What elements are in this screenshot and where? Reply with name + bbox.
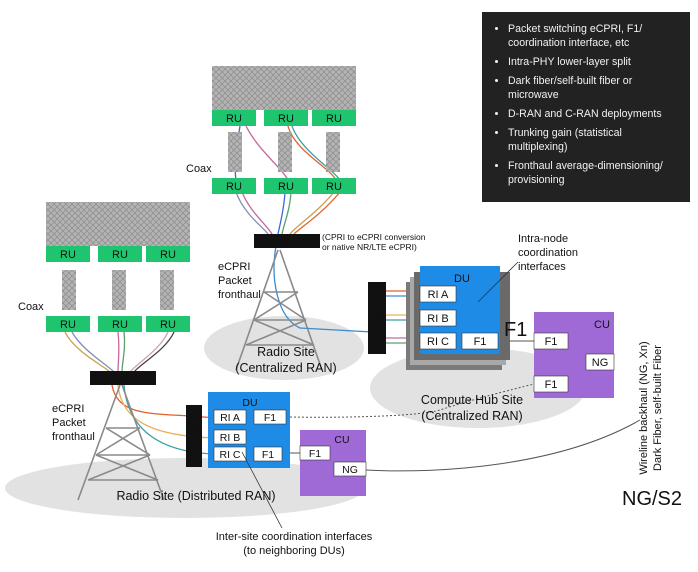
intra-node-line-1: Intra-node xyxy=(518,233,568,245)
ru-label: RU xyxy=(226,113,242,125)
ri-c-label: RI C xyxy=(427,336,449,348)
ru-box xyxy=(46,316,90,332)
ecpri-top-line-2: Packet xyxy=(218,275,252,287)
radio-site-distributed-label: Radio Site (Distributed RAN) xyxy=(116,489,275,503)
ru-label: RU xyxy=(226,181,242,193)
f1-interface-label: F1 xyxy=(504,319,527,341)
ru-label: RU xyxy=(326,113,342,125)
switch-label: Switch xyxy=(108,373,139,385)
callout-lines xyxy=(241,261,519,529)
feature-info-box: Packet switching eCPRI, F1/ coordination… xyxy=(482,12,690,202)
switch-hub: Switch xyxy=(368,282,386,354)
ru-cluster-left: RU RU RU RU RU RU Coax xyxy=(18,202,190,332)
cu-dran: CU F1 NG xyxy=(299,430,367,496)
f1-label: F1 xyxy=(309,448,321,460)
ecpri-top-line-3: fronthaul xyxy=(218,289,261,301)
ri-a-label: RI A xyxy=(220,412,240,424)
ru-label: RU xyxy=(112,249,128,261)
ru-cluster-top: RU RU RU RU RU RU Coax xyxy=(186,66,356,194)
ru-label: RU xyxy=(326,181,342,193)
ecpri-left-line-1: eCPRI xyxy=(52,403,84,415)
cu-label: CU xyxy=(334,434,349,446)
du-label: DU xyxy=(242,397,257,409)
switch-distributed: Switch xyxy=(90,371,156,385)
ru-box xyxy=(98,316,142,332)
switch-centralized: Switch xyxy=(254,234,320,248)
du-hub: DU RI A RI B RI C F1 xyxy=(406,266,510,370)
ru-label: RU xyxy=(112,319,128,331)
ru-label: RU xyxy=(160,249,176,261)
ru-box xyxy=(98,246,142,262)
feature-list: Packet switching eCPRI, F1/ coordination… xyxy=(492,22,682,187)
ru-label: RU xyxy=(278,181,294,193)
inter-site-line-2: (to neighboring DUs) xyxy=(243,545,345,557)
intra-node-line-3: interfaces xyxy=(518,261,566,273)
wireline-line-2: Dark Fiber, self-built Fiber xyxy=(652,345,664,471)
du-label: DU xyxy=(454,273,470,285)
cpri-note-line-1: (CPRI to eCPRI conversion xyxy=(322,232,426,242)
f1-label: F1 xyxy=(262,449,274,461)
feature-item: Dark fiber/self-built fiber or microwave xyxy=(508,74,682,102)
cu-hub: CU F1 NG F1 xyxy=(533,312,615,398)
du-dran: DU RI A RI B RI C F1 F1 xyxy=(208,392,290,468)
feature-item: Fronthaul average-dimensioning/ provisio… xyxy=(508,159,682,187)
ru-label: RU xyxy=(160,319,176,331)
f1-label: F1 xyxy=(545,379,558,391)
feature-item: Packet switching eCPRI, F1/ coordination… xyxy=(508,22,682,50)
ru-label: RU xyxy=(278,113,294,125)
ecpri-top-line-1: eCPRI xyxy=(218,261,250,273)
ru-label: RU xyxy=(60,319,76,331)
ng-label: NG xyxy=(592,357,609,369)
tower-distributed xyxy=(77,384,165,501)
radio-site-centralized-line-1: Radio Site xyxy=(257,345,315,359)
ru-box xyxy=(312,178,356,194)
coax-label: Coax xyxy=(18,301,44,313)
ri-b-label: RI B xyxy=(220,432,240,444)
ru-box xyxy=(264,110,308,126)
ru-box xyxy=(264,178,308,194)
f1-label: F1 xyxy=(545,336,558,348)
intra-node-line-2: coordination xyxy=(518,247,578,259)
ri-a-label: RI A xyxy=(428,289,449,301)
ru-box xyxy=(312,110,356,126)
feature-item: Intra-PHY lower-layer split xyxy=(508,55,682,69)
switch-label: Switch xyxy=(272,236,303,248)
tower-centralized xyxy=(235,249,323,371)
ru-box xyxy=(46,246,90,262)
ru-box xyxy=(146,246,190,262)
radio-site-centralized-area xyxy=(204,316,364,380)
top-fronthaul-lines xyxy=(234,125,373,333)
compute-hub-line-1: Compute Hub Site xyxy=(421,393,523,407)
ri-b-label: RI B xyxy=(427,313,448,325)
f1-label: F1 xyxy=(264,412,276,424)
ru-box xyxy=(212,110,256,126)
ru-box xyxy=(212,178,256,194)
ng-s2-label: NG/S2 xyxy=(622,488,682,510)
radio-site-centralized-line-2: (Centralized RAN) xyxy=(235,361,336,375)
wireline-line-1: Wireline backhaul (NG, Xn) xyxy=(638,341,650,474)
f1-label: F1 xyxy=(474,336,487,348)
compute-hub-line-2: (Centralized RAN) xyxy=(421,409,522,423)
ru-box xyxy=(146,316,190,332)
feature-item: D-RAN and C-RAN deployments xyxy=(508,107,682,121)
cpri-note-line-2: or native NR/LTE eCPRI) xyxy=(322,242,417,252)
cu-label: CU xyxy=(594,319,610,331)
switch-dran: Switch xyxy=(186,405,202,467)
ecpri-left-line-3: fronthaul xyxy=(52,431,95,443)
inter-site-line-1: Inter-site coordination interfaces xyxy=(216,531,373,543)
switch-label: Switch xyxy=(190,421,201,450)
ri-c-label: RI C xyxy=(220,449,241,461)
ecpri-left-line-2: Packet xyxy=(52,417,86,429)
ng-label: NG xyxy=(342,464,358,476)
radio-site-distributed-area xyxy=(5,458,365,518)
feature-item: Trunking gain (statistical multiplexing) xyxy=(508,126,682,154)
ru-label: RU xyxy=(60,249,76,261)
coax-label: Coax xyxy=(186,163,212,175)
switch-label: Switch xyxy=(372,302,384,333)
